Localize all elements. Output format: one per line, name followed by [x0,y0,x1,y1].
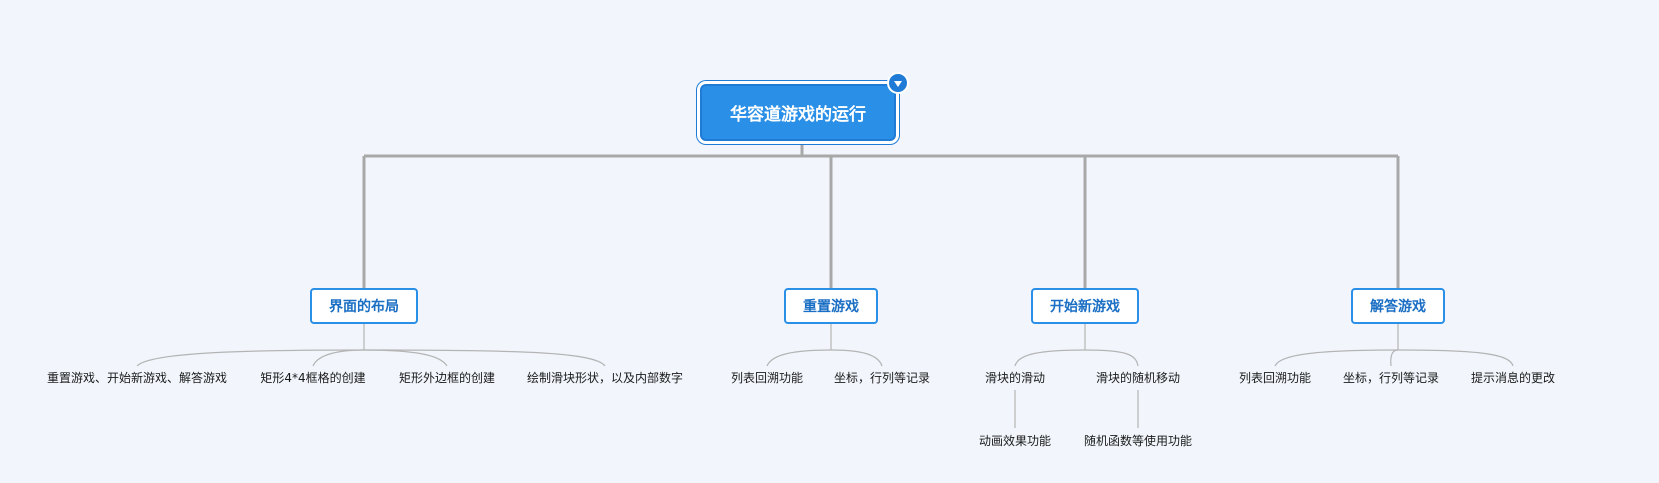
leaf-topic[interactable]: 列表回溯功能 [730,371,804,385]
leaf-topic[interactable]: 矩形外边框的创建 [398,371,496,385]
branch-topic-reset[interactable]: 重置游戏 [784,288,878,324]
branch-label: 开始新游戏 [1050,299,1120,315]
root-topic[interactable]: 华容道游戏的运行 [700,84,896,141]
leaf-topic[interactable]: 坐标，行列等记录 [1342,371,1440,385]
branch-topic-layout[interactable]: 界面的布局 [310,288,418,324]
branch-label: 解答游戏 [1370,299,1426,315]
sub-leaf-topic[interactable]: 随机函数等使用功能 [1083,434,1193,448]
leaf-topic[interactable]: 坐标，行列等记录 [833,371,931,385]
leaf-topic[interactable]: 重置游戏、开始新游戏、解答游戏 [46,371,228,385]
leaf-topic[interactable]: 滑块的滑动 [984,371,1046,385]
branch-topic-new-game[interactable]: 开始新游戏 [1031,288,1139,324]
leaf-topic[interactable]: 提示消息的更改 [1470,371,1556,385]
leaf-topic[interactable]: 滑块的随机移动 [1095,371,1181,385]
collapse-toggle-icon[interactable] [887,72,909,94]
branch-label: 重置游戏 [803,299,859,315]
root-topic-label: 华容道游戏的运行 [730,105,866,125]
leaf-topic[interactable]: 列表回溯功能 [1238,371,1312,385]
leaf-topic[interactable]: 绘制滑块形状，以及内部数字 [526,371,684,385]
branch-topic-solve[interactable]: 解答游戏 [1351,288,1445,324]
leaf-topic[interactable]: 矩形4*4框格的创建 [260,371,366,385]
sub-leaf-topic[interactable]: 动画效果功能 [978,434,1052,448]
branch-label: 界面的布局 [329,299,399,315]
